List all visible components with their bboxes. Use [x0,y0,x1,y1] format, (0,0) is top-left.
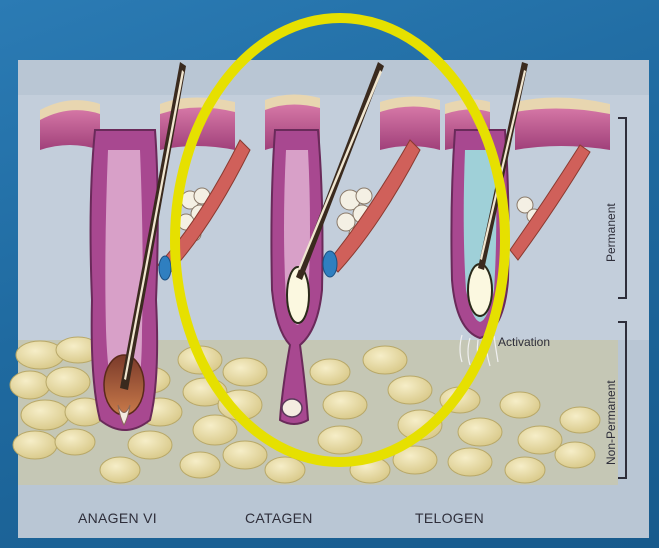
stage-label-anagen: ANAGEN VI [78,510,157,526]
stage-label-telogen: TELOGEN [415,510,484,526]
permanent-label: Permanent [604,203,618,262]
activation-label: Activation [498,335,550,349]
bulge-2 [323,251,337,277]
non-permanent-label: Non-Permanent [604,380,618,465]
stage-label-catagen: CATAGEN [245,510,313,526]
bulge-1 [159,256,171,280]
